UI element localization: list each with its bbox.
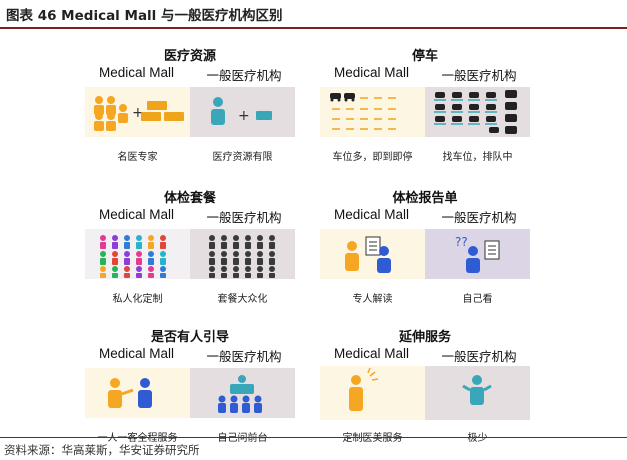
money-icon	[256, 111, 272, 120]
document-icon	[365, 236, 381, 256]
doctor-icon	[211, 97, 225, 125]
parking-lines	[434, 99, 497, 125]
column-label-general-institution: 一般医疗机构	[441, 349, 517, 364]
person-icon	[377, 246, 391, 273]
illustration-one-on-one	[85, 368, 190, 418]
column-label-general-institution: 一般医疗机构	[206, 68, 282, 83]
caption-right: 套餐大众化	[217, 294, 268, 305]
crowd-icon	[100, 235, 166, 278]
guide-icon	[108, 378, 134, 408]
caption-left: 定制医美服务	[342, 433, 403, 444]
doctor-group-icon	[94, 96, 128, 131]
caption-right: 医疗资源有限	[212, 152, 273, 163]
sparkle-icon	[367, 367, 379, 381]
person-icon	[349, 375, 363, 411]
illustration-single-doctor: +	[190, 87, 295, 137]
caption-left: 一人一客全程服务	[97, 433, 178, 444]
caption-left: 名医专家	[117, 152, 158, 163]
panel-parking: 停车 Medical Mall 一般医疗机构	[320, 45, 530, 163]
column-label-medical-mall: Medical Mall	[333, 346, 410, 361]
person-icon	[466, 246, 480, 273]
receptionist-icon	[230, 375, 254, 394]
figure-title: 图表 46 Medical Mall 与一般医疗机构区别	[6, 8, 283, 24]
caption-left: 私人化定制	[112, 294, 163, 305]
plus-icon: +	[238, 108, 250, 124]
panel-extended-services: 延伸服务 Medical Mall 一般医疗机构 定制医美服务 极少	[320, 326, 530, 444]
column-label-medical-mall: Medical Mall	[333, 207, 410, 222]
crowd-icon	[218, 395, 262, 413]
car-icon	[435, 90, 517, 134]
illustration-ask-front-desk	[190, 368, 295, 418]
panel-title: 是否有人引导	[150, 330, 229, 345]
title-divider	[0, 27, 627, 29]
column-label-medical-mall: Medical Mall	[98, 207, 175, 222]
panel-title: 延伸服务	[398, 330, 451, 345]
illustration-few-services	[425, 366, 530, 420]
source-note: 资料来源：华高莱斯，华安证券研究所	[4, 443, 200, 457]
illustration-uniform-crowd	[190, 229, 295, 279]
column-label-general-institution: 一般医疗机构	[441, 210, 517, 225]
person-icon	[345, 241, 359, 271]
caption-right: 极少	[467, 433, 488, 444]
panel-checkup-report: 体检报告单 Medical Mall 一般医疗机构 ?? 专人解读 自己看	[320, 187, 530, 305]
panel-title: 停车	[411, 49, 438, 64]
column-label-medical-mall: Medical Mall	[98, 65, 175, 80]
car-icon	[330, 93, 355, 102]
person-icon	[138, 378, 152, 408]
caption-left: 车位多，即到即停	[332, 152, 413, 163]
column-label-general-institution: 一般医疗机构	[206, 210, 282, 225]
caption-right: 自己看	[462, 294, 493, 305]
panel-guidance: 是否有人引导 Medical Mall 一般医疗机构 一人一客全程服务 自己问前…	[85, 326, 295, 444]
column-label-medical-mall: Medical Mall	[98, 346, 175, 361]
caption-right: 自己问前台	[217, 433, 268, 444]
caption-right: 找车位，排队中	[442, 152, 513, 163]
panel-checkup-package: 体检套餐 Medical Mall 一般医疗机构	[85, 187, 295, 305]
illustration-full-parking	[425, 87, 530, 137]
column-label-general-institution: 一般医疗机构	[206, 349, 282, 364]
illustration-colorful-crowd	[85, 229, 190, 279]
panel-title: 体检套餐	[163, 191, 216, 206]
document-icon	[484, 240, 500, 260]
illustration-doctors-and-money: +	[85, 87, 190, 137]
illustration-custom-aesthetic-service	[320, 366, 425, 420]
panel-medical-resources: 医疗资源 Medical Mall 一般医疗机构 + +	[85, 45, 295, 163]
source-divider	[0, 437, 627, 438]
panel-title: 体检报告单	[392, 191, 458, 206]
person-shrug-icon	[462, 375, 492, 405]
parking-lines	[332, 97, 396, 130]
column-label-general-institution: 一般医疗机构	[441, 68, 517, 83]
panel-title: 医疗资源	[163, 49, 216, 64]
illustration-self-read-report: ??	[425, 229, 530, 279]
crowd-icon	[209, 235, 275, 278]
column-label-medical-mall: Medical Mall	[333, 65, 410, 80]
money-stack-icon	[141, 101, 184, 121]
caption-left: 专人解读	[352, 294, 393, 305]
illustration-expert-explains-report	[320, 229, 425, 279]
plus-icon: +	[132, 105, 144, 121]
illustration-empty-parking	[320, 87, 425, 137]
question-icon: ??	[455, 235, 468, 249]
